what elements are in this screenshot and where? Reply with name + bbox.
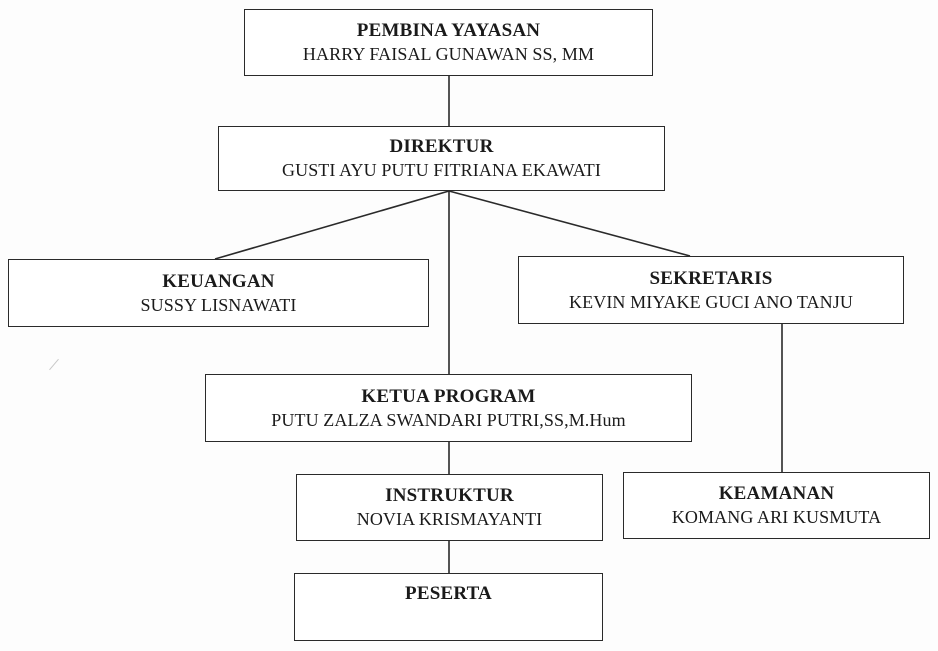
node-person: KOMANG ARI KUSMUTA (671, 507, 882, 528)
node-role: PEMBINA YAYASAN (356, 20, 541, 42)
node-person: SUSSY LISNAWATI (140, 294, 297, 315)
node-role: KETUA PROGRAM (361, 385, 536, 407)
node-peserta: PESERTA (294, 573, 603, 641)
node-role: SEKRETARIS (649, 267, 773, 289)
node-role: KEUANGAN (162, 270, 275, 292)
node-ketua-program: KETUA PROGRAM PUTU ZALZA SWANDARI PUTRI,… (205, 374, 692, 442)
node-keuangan: KEUANGAN SUSSY LISNAWATI (8, 259, 429, 327)
node-role: PESERTA (405, 583, 492, 604)
node-role: DIREKTUR (389, 136, 494, 158)
node-role: INSTRUKTUR (385, 485, 514, 507)
node-person: PUTU ZALZA SWANDARI PUTRI,SS,M.Hum (271, 409, 626, 430)
node-pembina-yayasan: PEMBINA YAYASAN HARRY FAISAL GUNAWAN SS,… (244, 9, 653, 76)
edge-direktur-sekretaris (448, 190, 691, 257)
node-person: KEVIN MIYAKE GUCI ANO TANJU (569, 291, 853, 312)
node-keamanan: KEAMANAN KOMANG ARI KUSMUTA (623, 472, 930, 539)
node-direktur: DIREKTUR GUSTI AYU PUTU FITRIANA EKAWATI (218, 126, 665, 191)
edge-direktur-keuangan (214, 190, 450, 260)
node-person: HARRY FAISAL GUNAWAN SS, MM (302, 44, 595, 65)
node-instruktur: INSTRUKTUR NOVIA KRISMAYANTI (296, 474, 603, 541)
node-sekretaris: SEKRETARIS KEVIN MIYAKE GUCI ANO TANJU (518, 256, 904, 324)
node-person: NOVIA KRISMAYANTI (356, 509, 543, 530)
node-person: GUSTI AYU PUTU FITRIANA EKAWATI (282, 160, 601, 181)
node-role: KEAMANAN (718, 483, 835, 505)
